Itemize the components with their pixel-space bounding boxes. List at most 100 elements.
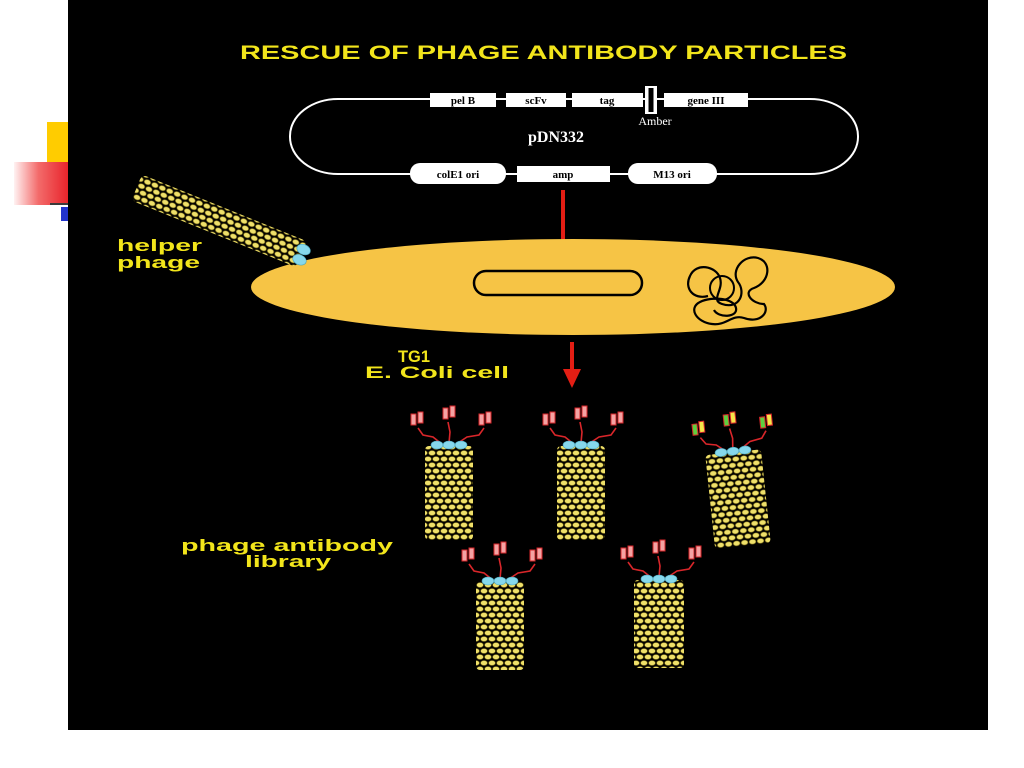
- slide-accent-red: [14, 162, 68, 205]
- helper-phage-body: [132, 176, 306, 266]
- segment-label: tag: [600, 95, 615, 107]
- coat-protein-cap: [586, 440, 600, 450]
- segment-tag: tag: [572, 93, 643, 107]
- coat-protein-cap: [442, 440, 456, 450]
- slide-accent-blue: [61, 207, 68, 221]
- segment-label: scFv: [525, 95, 547, 107]
- helper-phage: [132, 176, 311, 266]
- antibody-domain: [485, 411, 492, 424]
- phage-coat-body: [425, 446, 473, 540]
- figure-panel: [68, 0, 988, 730]
- antibody-domain: [581, 405, 588, 418]
- antibody-domain: [688, 547, 695, 560]
- phage-coat-body: [634, 580, 684, 668]
- cell-body: [251, 239, 895, 335]
- antibody-domain: [468, 547, 475, 560]
- antibody-fragment: [542, 411, 556, 426]
- phage-particle: [461, 541, 543, 670]
- segment-label: gene III: [688, 95, 725, 107]
- segment-amp: amp: [517, 166, 610, 182]
- phage-coat-body: [476, 582, 524, 670]
- figure-title: RESCUE OF PHAGE ANTIBODY PARTICLES: [240, 43, 847, 64]
- plasmid-name: pDN332: [528, 129, 584, 146]
- antibody-fragment: [691, 420, 706, 436]
- library-label-line1: phage antibody: [181, 536, 394, 555]
- antibody-fragment: [620, 545, 634, 560]
- phage-coat-body: [557, 446, 605, 540]
- segment-scfv: scFv: [506, 93, 566, 107]
- coat-protein-cap: [640, 574, 654, 584]
- antibody-domain: [620, 547, 627, 560]
- segment-label: colE1 ori: [437, 169, 479, 181]
- antibody-domain: [461, 549, 468, 562]
- phage-coat-body: [705, 449, 771, 549]
- antibody-fragment: [478, 411, 492, 426]
- antibody-domain: [493, 543, 500, 556]
- plasmid-map: pel B scFv tag gene III Amber pDN332 col…: [289, 86, 859, 184]
- segment-gene-iii: gene III: [664, 93, 748, 107]
- segment-label: amp: [553, 169, 574, 181]
- antibody-fragment: [722, 411, 737, 427]
- arrow-head: [563, 369, 581, 388]
- antibody-domain: [529, 549, 536, 562]
- phage-particle: [542, 405, 624, 540]
- antibody-domain: [698, 420, 706, 434]
- helper-phage-cap: [296, 243, 311, 256]
- coat-protein-cap: [562, 440, 576, 450]
- antibody-domain: [652, 541, 659, 554]
- segment-label: M13 ori: [653, 169, 691, 181]
- segment-m13-ori: M13 ori: [628, 163, 717, 184]
- antibody-domain: [722, 414, 730, 427]
- antibody-domain: [449, 405, 456, 418]
- phage-antibody-library: [410, 405, 774, 670]
- chromosome-strand: [687, 256, 769, 326]
- library-label-line2: library: [245, 552, 332, 571]
- antibody-fragment: [610, 411, 624, 426]
- coat-protein-cap: [481, 576, 495, 586]
- coat-protein-cap: [652, 574, 666, 584]
- amber-marker-inner: [648, 88, 654, 112]
- coat-protein-cap: [574, 440, 588, 450]
- plasmid-in-cell: [472, 269, 644, 297]
- segment-box: [430, 93, 496, 107]
- coat-protein-cap: [454, 440, 468, 450]
- antibody-fragment: [529, 547, 543, 562]
- antibody-fragment: [759, 413, 774, 429]
- helper-phage-label-line2: phage: [117, 253, 200, 272]
- antibody-fragment: [442, 405, 456, 420]
- phage-particle: [410, 405, 492, 540]
- coat-protein-cap: [430, 440, 444, 450]
- antibody-domain: [478, 413, 485, 426]
- coat-protein-cap: [664, 574, 678, 584]
- arrow-cell-to-library: [563, 342, 581, 388]
- antibody-domain: [549, 411, 556, 424]
- antibody-domain: [442, 407, 449, 420]
- chromosome-loop: [709, 275, 735, 301]
- antibody-fragment: [652, 539, 666, 554]
- antibody-domain: [574, 407, 581, 420]
- cell-label-strain: TG1: [398, 347, 430, 366]
- antibody-domain: [759, 416, 767, 429]
- helper-phage-cap: [292, 254, 307, 266]
- amber-stop-marker: [645, 86, 657, 114]
- coat-protein-cap: [493, 576, 507, 586]
- antibody-domain: [627, 545, 634, 558]
- antibody-fragment: [493, 541, 507, 556]
- antibody-domain: [417, 411, 424, 424]
- cell-label-organism: E. Coli cell: [365, 363, 509, 382]
- antibody-linker: [728, 428, 734, 450]
- antibody-linker: [657, 555, 661, 578]
- segment-box: [664, 93, 748, 107]
- antibody-domain: [729, 411, 737, 424]
- coat-protein-cap: [505, 576, 519, 586]
- antibody-linker: [498, 557, 502, 580]
- segment-label: pel B: [451, 95, 476, 107]
- segment-box: [517, 166, 610, 182]
- antibody-domain: [410, 413, 417, 426]
- antibody-domain: [691, 423, 699, 436]
- antibody-fragment: [688, 545, 702, 560]
- segment-box: [628, 163, 717, 184]
- slide-decoration: [14, 122, 68, 221]
- antibody-fragment: [410, 411, 424, 426]
